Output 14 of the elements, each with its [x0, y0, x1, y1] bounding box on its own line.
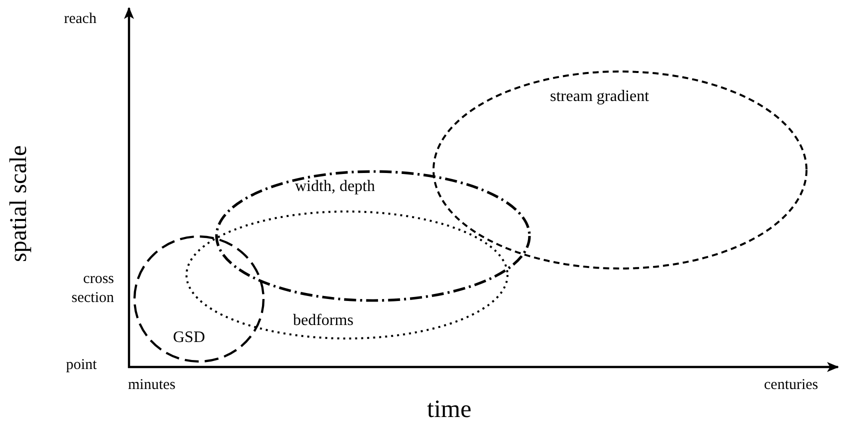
region-label: GSD	[173, 329, 206, 347]
axis-title: time	[427, 396, 472, 424]
scale-ellipse	[432, 70, 808, 270]
axis-title: spatial scale	[5, 145, 33, 262]
region-label: width, depth	[295, 178, 375, 196]
tick-label: cross section	[70, 270, 114, 308]
region-label: bedforms	[293, 312, 354, 330]
tick-label: minutes	[128, 376, 176, 395]
scale-ellipse	[215, 170, 531, 302]
region-label: stream gradient	[550, 88, 650, 106]
scale-ellipse	[133, 235, 265, 363]
axis-end-label: reach	[64, 10, 96, 29]
tick-label: point	[66, 356, 97, 375]
axis-end-label: centuries	[764, 376, 818, 395]
